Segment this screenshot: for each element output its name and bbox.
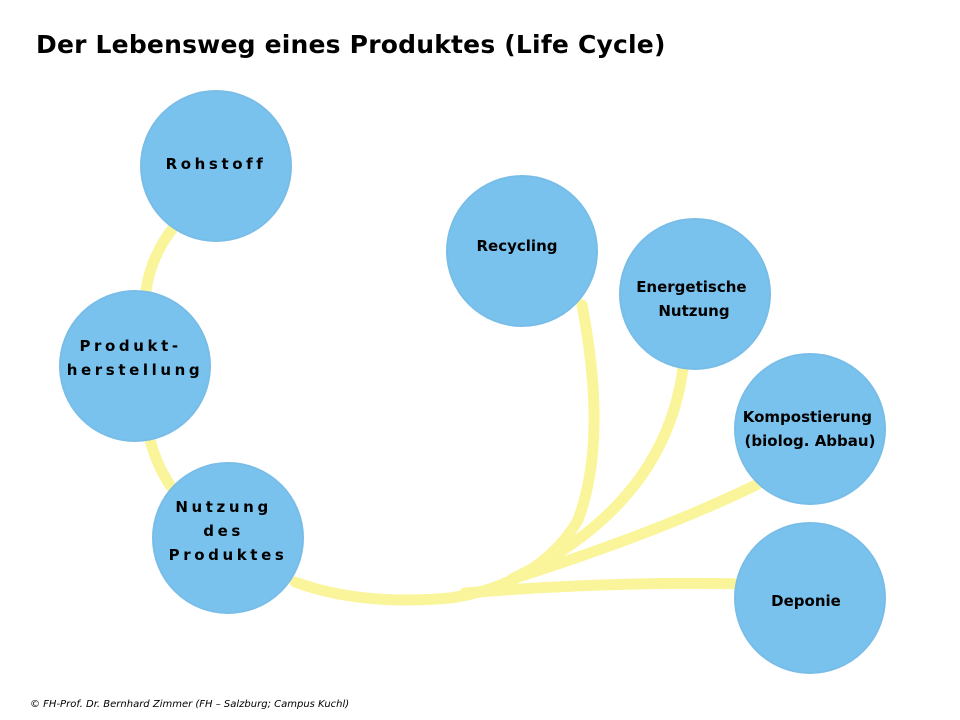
- connector-energetische-nutzung: [506, 362, 689, 585]
- connector-deponie: [459, 577, 748, 599]
- node-produktherstellung: [59, 290, 211, 442]
- nutzung-label-line-1: Nutzung: [175, 498, 271, 516]
- kompostierung-label-line-2: (biolog. Abbau): [745, 432, 876, 450]
- circles: [59, 90, 886, 674]
- produktherstellung-label-line-1: Produkt-: [79, 337, 181, 355]
- node-nutzung-des-produktes: [152, 462, 304, 614]
- kompostierung-label: Kompostierung (biolog. Abbau): [743, 408, 877, 450]
- energetische-nutzung-label: Energetische Nutzung: [636, 278, 752, 320]
- connector-produktherstellung-nutzung: [144, 434, 181, 498]
- node-rohstoff: [140, 90, 292, 242]
- nutzung-des-produktes-label: Nutzung des Produktes: [169, 498, 288, 564]
- recycling-label-line: Recycling: [477, 237, 558, 255]
- kompostierung-label-line-1: Kompostierung: [743, 408, 872, 426]
- page-title: Der Lebensweg eines Produktes (Life Cycl…: [36, 30, 666, 59]
- deponie-label-line: Deponie: [771, 592, 841, 610]
- produktherstellung-label: Produkt- herstellung: [67, 337, 204, 379]
- connector-rohstoff-produktherstellung: [139, 222, 179, 306]
- rohstoff-label: Rohstoff: [166, 155, 267, 173]
- energetische-label-line-1: Energetische: [636, 278, 746, 296]
- connector-recycling: [572, 299, 600, 526]
- copyright-footer: © FH-Prof. Dr. Bernhard Zimmer (FH – Sal…: [30, 699, 350, 710]
- produktherstellung-label-line-2: herstellung: [67, 361, 204, 379]
- recycling-label: Recycling: [477, 237, 558, 255]
- nutzung-label-line-3: Produktes: [169, 546, 288, 564]
- node-deponie: [734, 522, 886, 674]
- connector-kompostierung: [506, 478, 764, 585]
- node-kompostierung: [734, 353, 886, 505]
- deponie-label: Deponie: [771, 592, 841, 610]
- connectors: [139, 222, 764, 606]
- nutzung-label-line-2: des: [203, 522, 244, 540]
- node-recycling: [446, 175, 598, 327]
- rohstoff-label-line: Rohstoff: [166, 155, 267, 173]
- node-energetische-nutzung: [619, 218, 771, 370]
- energetische-label-line-2: Nutzung: [658, 302, 729, 320]
